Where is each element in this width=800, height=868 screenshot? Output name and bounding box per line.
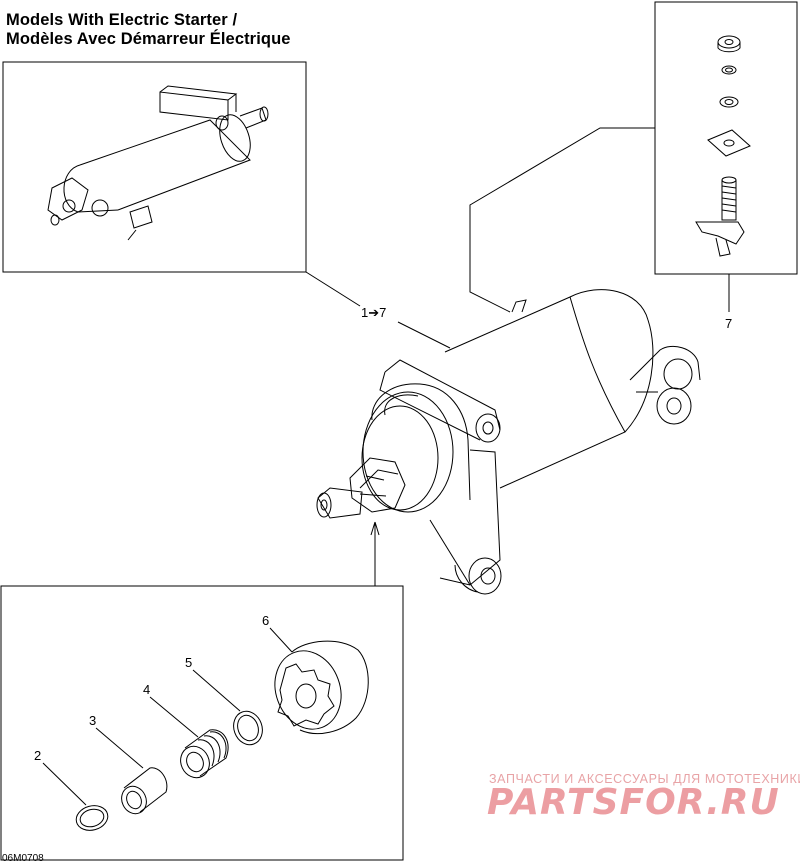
inset-frame-pinion-parts [0, 585, 404, 861]
part-4-spring [180, 729, 229, 779]
watermark-tagline: ЗАПЧАСТИ И АКСЕССУАРЫ ДЛЯ МОТОТЕХНИКИ [489, 772, 800, 786]
drawing-code: 06M0708 [2, 853, 44, 864]
callout-2: 2 [34, 748, 41, 763]
part-3-stop-collar [121, 767, 168, 815]
terminal-hardware-stack [695, 35, 751, 257]
starter-motor-main [316, 289, 701, 595]
callout-4: 4 [143, 682, 150, 697]
callout-1-7: 1➔7 [361, 305, 386, 320]
diagram-title-line-2: Modèles Avec Démarreur Électrique [6, 30, 291, 48]
watermark-logo: PARTSFOR.RU [487, 782, 780, 823]
part-5-washer [233, 710, 263, 746]
leader-lines [42, 127, 730, 806]
callout-labels: 1➔7 2 3 4 5 6 7 [34, 305, 732, 763]
inset-frame-terminal-hardware [654, 1, 798, 275]
starter-motor-overview [47, 85, 269, 241]
callout-3: 3 [89, 713, 96, 728]
part-2-retaining-ring [75, 805, 109, 831]
callout-5: 5 [185, 655, 192, 670]
callout-7: 7 [725, 316, 732, 331]
diagram-title-line-1: Models With Electric Starter / [6, 11, 238, 29]
inset-frame-starter-overview [2, 61, 307, 273]
part-6-pinion-gear [274, 640, 369, 735]
callout-6: 6 [262, 613, 269, 628]
